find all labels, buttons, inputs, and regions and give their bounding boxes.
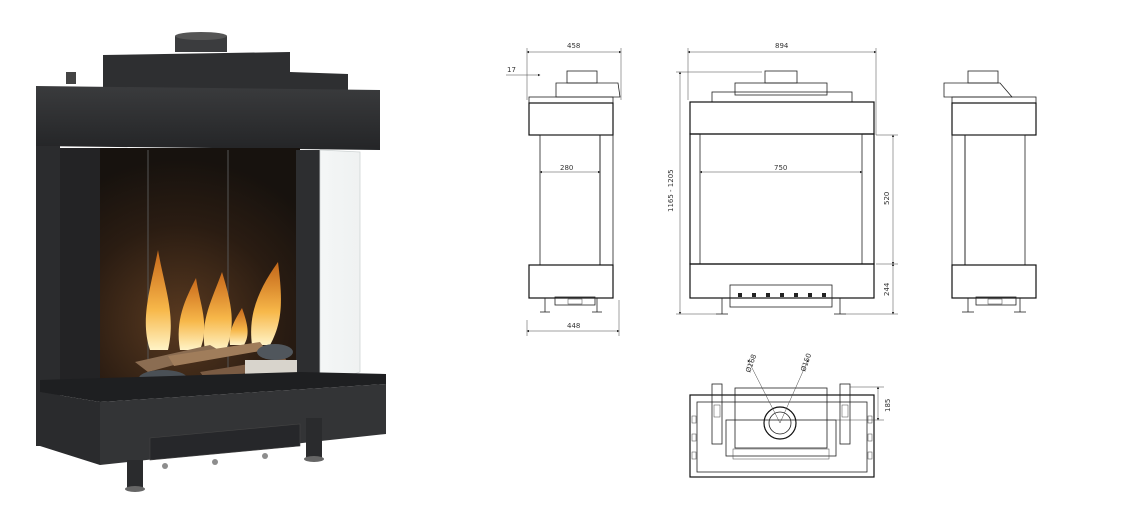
side-view-left: 458 17 280 44 [506, 42, 622, 336]
dim-front-inner-width: 750 [774, 164, 787, 172]
right-column [296, 150, 320, 385]
top-view: Ø168 Ø150 185 [689, 352, 892, 478]
front-foot [125, 486, 145, 492]
base [40, 392, 100, 465]
dim-side-top-width: 458 [567, 42, 580, 50]
dim-top-depth: 185 [884, 399, 892, 412]
dim-front-base-height: 244 [883, 282, 891, 296]
side-view-right [943, 70, 1037, 313]
flames [145, 250, 281, 350]
control-panel [149, 423, 301, 461]
rear-leg [306, 418, 322, 458]
dim-flue-inner: Ø150 [799, 352, 813, 372]
fireplace-render [36, 32, 386, 492]
flue-collar [175, 32, 227, 52]
burner-tray [40, 372, 386, 402]
top-box [103, 52, 348, 90]
dim-side-bottom-width: 448 [567, 322, 580, 330]
dim-front-total-width: 894 [775, 42, 789, 50]
logs [135, 342, 297, 386]
front-view: 894 750 [667, 42, 898, 315]
mount-bracket [66, 72, 76, 84]
rear-foot [304, 456, 324, 462]
dim-front-glass-height: 520 [883, 192, 891, 205]
side-glass [319, 149, 361, 386]
dim-side-inner-width: 280 [560, 164, 573, 172]
front-leg [127, 460, 143, 488]
dim-front-height: 1165 - 1205 [667, 169, 675, 212]
dim-side-offset: 17 [507, 66, 516, 74]
dim-flue-outer: Ø168 [744, 353, 758, 373]
hood [36, 86, 380, 150]
left-inner-column [60, 148, 100, 380]
